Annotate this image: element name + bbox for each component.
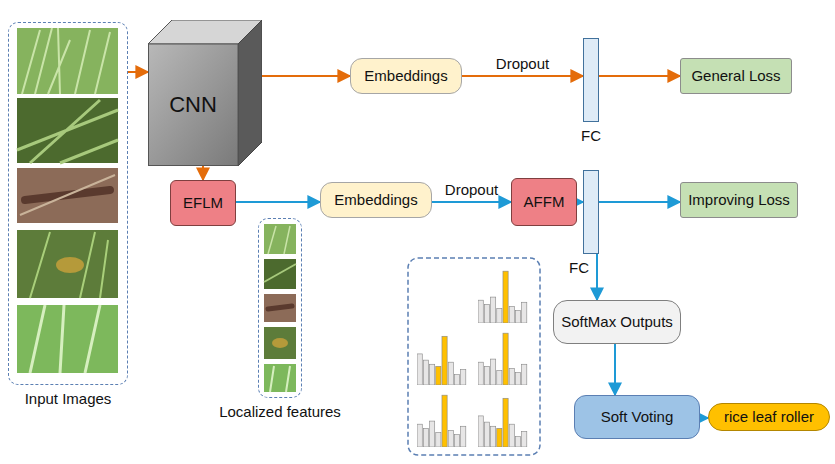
cnn-block: CNN	[148, 20, 262, 166]
flow-arrow	[236, 201, 320, 203]
box-label: rice leaf roller	[724, 408, 814, 425]
box-label: General Loss	[691, 67, 780, 84]
group-label: Localized features	[219, 403, 341, 420]
flow-arrow	[599, 201, 680, 203]
image-group: Input Images	[8, 22, 128, 385]
fc-layer: FC	[583, 38, 599, 122]
input-photos	[17, 28, 118, 373]
box-label: SoftMax Outputs	[561, 313, 673, 330]
softmax-box: SoftMax Outputs	[553, 300, 681, 344]
box-label: Soft Voting	[601, 408, 674, 425]
box-label: EFLM	[183, 194, 223, 211]
flow-arrow	[202, 166, 204, 180]
voting-box: Soft Voting	[574, 395, 700, 439]
layer-label: FC	[581, 127, 601, 144]
softmax-histograms	[408, 258, 540, 455]
module-box: EFLM	[170, 180, 236, 226]
flow-arrow	[596, 254, 598, 300]
feature-group: Localized features	[258, 218, 302, 398]
layer-label: FC	[569, 259, 589, 276]
box-label: Improving Loss	[688, 191, 790, 208]
edge-label: Dropout	[445, 181, 498, 198]
box-label: AFFM	[524, 193, 565, 210]
flow-arrow	[432, 201, 511, 203]
group-label: Input Images	[25, 390, 112, 407]
box-label: Embeddings	[334, 191, 417, 208]
flow-arrow	[599, 75, 680, 77]
result-pill: rice leaf roller	[708, 403, 830, 431]
box-label: Embeddings	[364, 67, 447, 84]
flow-arrow	[700, 417, 708, 419]
embedding-box: Embeddings	[350, 58, 462, 94]
flow-arrow	[262, 75, 350, 77]
fc-layer: FC	[583, 170, 599, 254]
module-box: AFFM	[511, 178, 577, 226]
loss-box: Improving Loss	[680, 182, 798, 218]
cube-face: CNN	[148, 44, 238, 166]
flow-arrow	[462, 75, 583, 77]
embedding-box: Embeddings	[320, 182, 432, 218]
localized-photos	[264, 224, 296, 392]
flow-arrow	[128, 71, 148, 73]
block-label: CNN	[169, 92, 217, 117]
flow-arrow	[614, 344, 616, 395]
edge-label: Dropout	[496, 55, 549, 72]
loss-box: General Loss	[680, 58, 792, 94]
